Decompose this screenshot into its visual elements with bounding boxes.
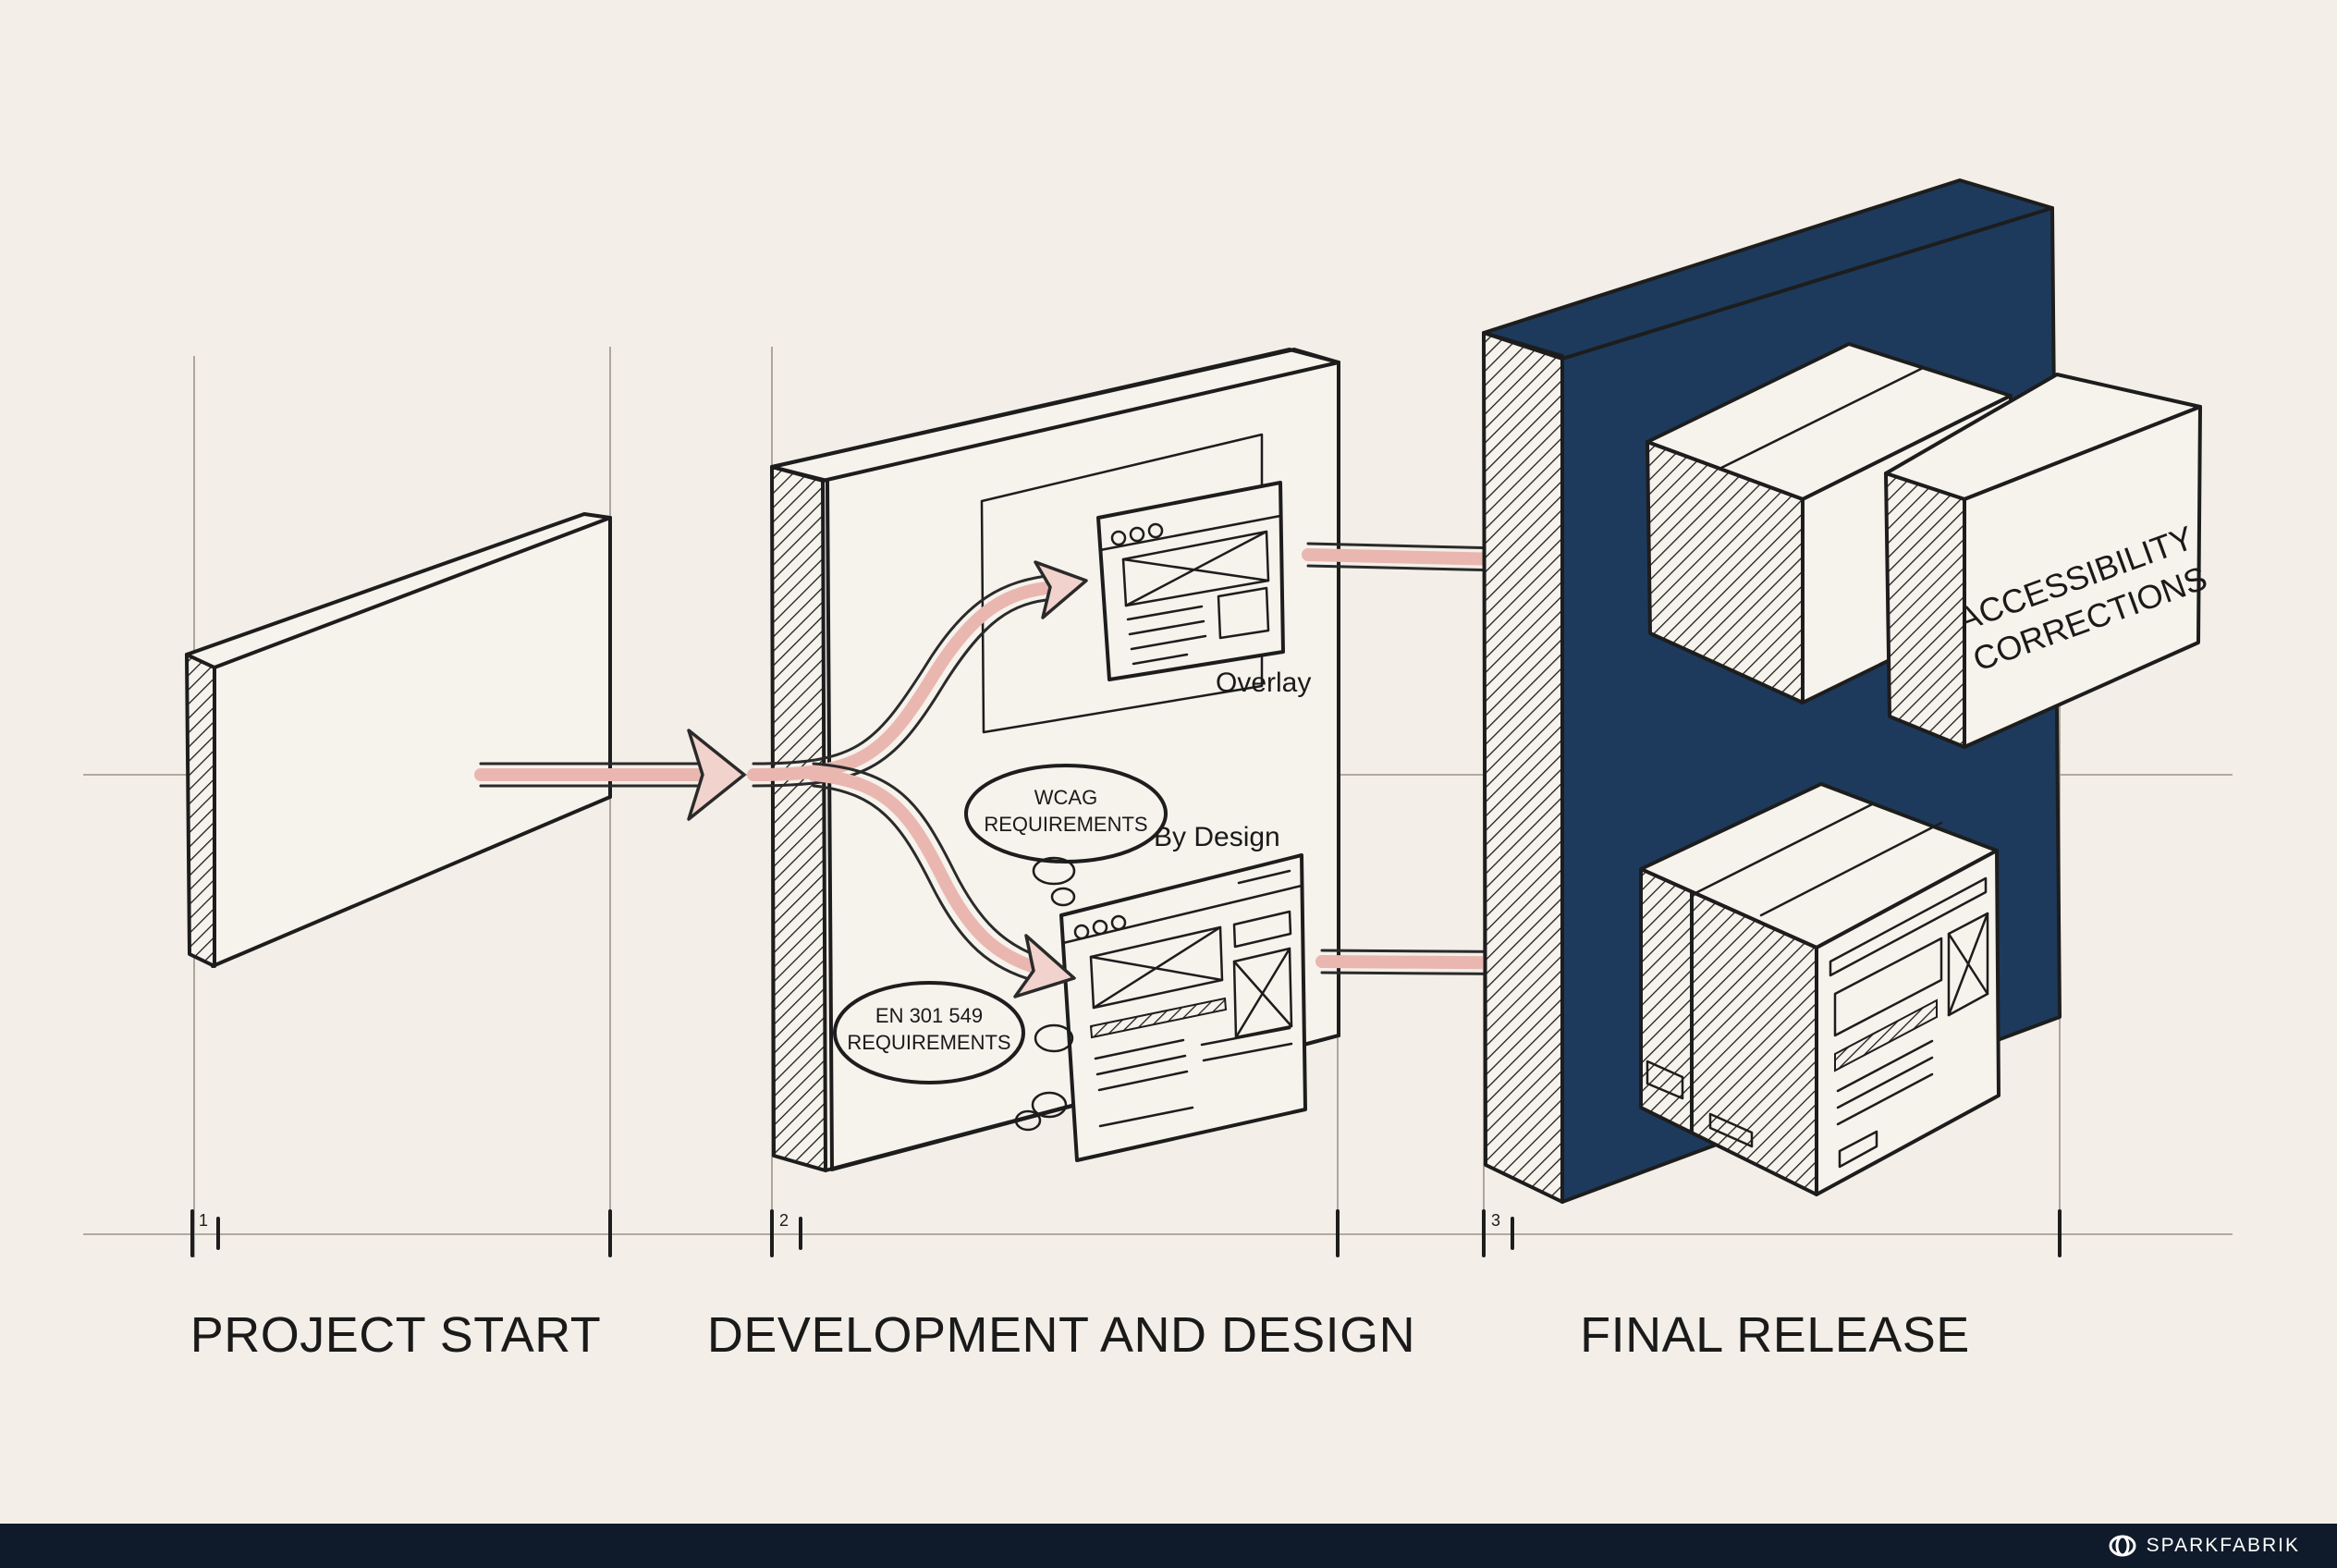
wcag-line1: WCAG [1034,786,1097,809]
arrow-start-to-development [474,729,746,821]
brand-name: SPARKFABRIK [2146,1535,2300,1556]
stage-2-number: 2 [779,1211,789,1230]
stage-3-number: 3 [1491,1211,1500,1230]
stage-1-number: 1 [199,1211,208,1230]
overlay-label: Overlay [1216,668,1311,698]
arrow-split-to-overlay [747,560,1088,788]
wcag-requirements-bubble: WCAG REQUIREMENTS [964,764,1168,907]
en-301-549-requirements-bubble: EN 301 549 REQUIREMENTS [833,981,1074,1132]
arrow-split-to-by-design [807,762,1076,998]
timeline-ticks: 1 2 3 [190,1209,2062,1257]
by-design-result-box [1639,782,2001,1196]
en-line1: EN 301 549 [875,1004,983,1027]
stage-3-label: FINAL RELEASE [1580,1307,1970,1363]
brand: SPARKFABRIK [2108,1533,2300,1559]
en-line2: REQUIREMENTS [847,1031,1010,1054]
project-start-slab [185,512,612,968]
by-design-label: By Design [1154,822,1280,852]
stage-2-label: DEVELOPMENT AND DESIGN [707,1307,1415,1363]
overlay-frame [980,433,1264,734]
stage-1-label: PROJECT START [190,1307,602,1363]
sparkfabrik-logo-icon [2109,1535,2136,1557]
wcag-line2: REQUIREMENTS [984,813,1147,836]
footer-bar: SPARKFABRIK [0,1524,2337,1568]
overlay-browser-window [1096,481,1285,681]
by-design-browser-window [1059,853,1307,1162]
